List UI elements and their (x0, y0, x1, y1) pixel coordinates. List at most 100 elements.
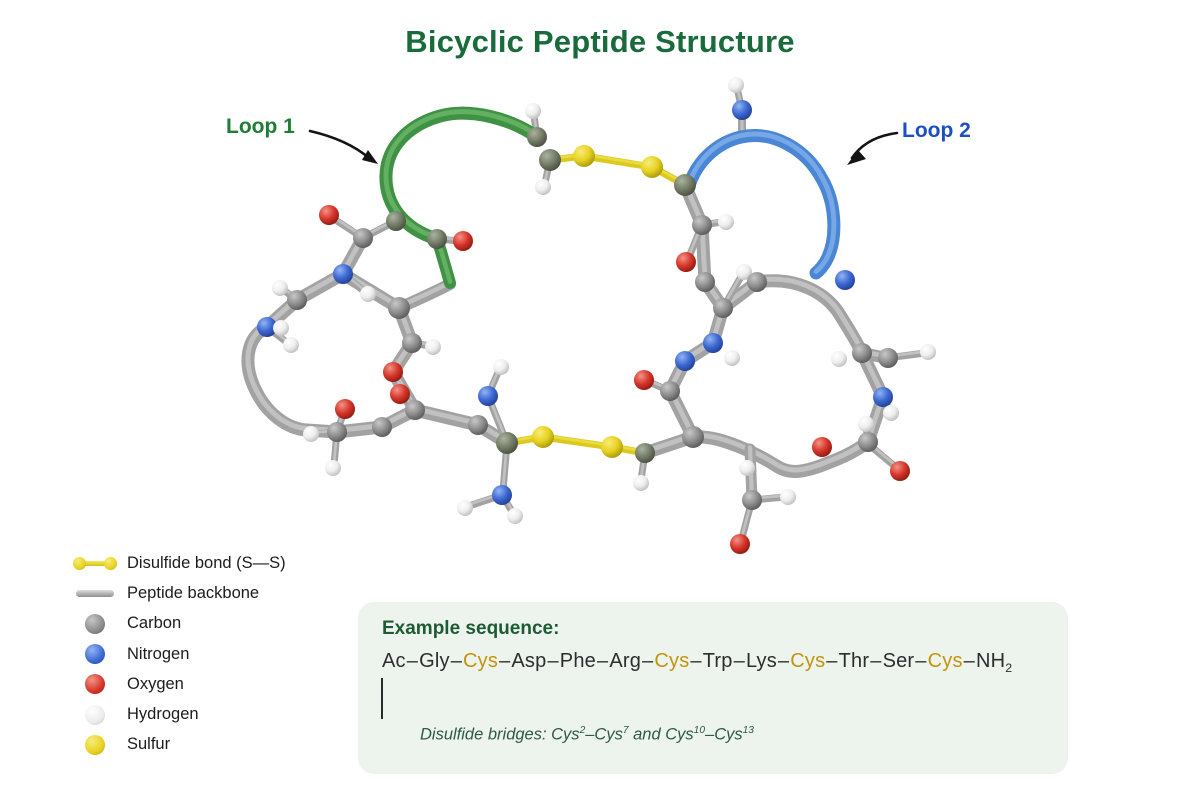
atom-carbon (713, 298, 733, 318)
atom-hydrogen (780, 489, 796, 505)
separator: – (450, 650, 463, 672)
separator: – (596, 650, 609, 672)
sequence-line: Ac–Gly–Cys–Asp–Phe–Arg–Cys–Trp–Lys–Cys–T… (382, 650, 1044, 675)
atom-hydrogen (425, 339, 441, 355)
atom-hydrogen (303, 426, 319, 442)
sequence-panel: Example sequence: Ac–Gly–Cys–Asp–Phe–Arg… (358, 602, 1068, 774)
loop2-arrow (850, 131, 899, 160)
legend-item-nitrogen: Nitrogen (70, 639, 286, 669)
atom-hydrogen (728, 77, 744, 93)
residue: Gly (419, 650, 450, 672)
atom-carbon (695, 272, 715, 292)
separator: – (826, 650, 838, 672)
legend-item-backbone: Peptide backbone (70, 578, 286, 608)
atom-nitrogen (732, 100, 752, 120)
legend: Disulfide bond (S—S) Peptide backbone Ca… (70, 548, 286, 760)
hydrogen-ball-icon (70, 704, 120, 725)
residue-cys: Cys (463, 650, 499, 672)
molecule-atoms (257, 77, 936, 554)
legend-label: Hydrogen (127, 705, 199, 724)
tube-ss (503, 433, 649, 457)
atom-sulfur (532, 426, 554, 448)
atom-hydrogen (272, 280, 288, 296)
loop2-arrowhead (847, 150, 866, 165)
tube-highlight (720, 276, 865, 354)
atom-carbon (747, 272, 767, 292)
legend-label: Nitrogen (127, 644, 190, 663)
atom-hydrogen (457, 500, 473, 516)
atom-carbon-cys (527, 127, 547, 147)
legend-item-sulfur: Sulfur (70, 730, 286, 760)
tube-highlight (682, 181, 726, 309)
tube-highlight (245, 323, 340, 433)
atom-hydrogen (718, 214, 734, 230)
atom-carbon (287, 290, 307, 310)
atom-oxygen (676, 252, 696, 272)
atom-carbon (660, 381, 680, 401)
atom-nitrogen (675, 351, 695, 371)
atom-carbon (682, 426, 704, 448)
atom-nitrogen (333, 264, 353, 284)
atom-hydrogen (736, 264, 752, 280)
separator: – (870, 650, 882, 672)
atom-carbon (402, 333, 422, 353)
tube-highlight (505, 434, 647, 453)
atom-carbon-cys (635, 443, 655, 463)
separator: – (777, 650, 790, 672)
atom-hydrogen (535, 179, 551, 195)
legend-item-oxygen: Oxygen (70, 669, 286, 699)
loop2-label: Loop 2 (902, 119, 971, 142)
atom-hydrogen (883, 405, 899, 421)
legend-label: Oxygen (127, 674, 184, 693)
atom-hydrogen (920, 344, 936, 360)
separator: – (499, 650, 511, 672)
atom-hydrogen (739, 460, 755, 476)
residue: Lys (745, 650, 777, 672)
residue: NH2 (976, 650, 1013, 675)
peptide-backbone-icon (70, 589, 120, 597)
atom-oxygen (634, 370, 654, 390)
loop1-arrowhead (362, 150, 378, 164)
atom-sulfur (573, 145, 595, 167)
sulfur-ball-icon (70, 734, 120, 755)
residue: Thr (838, 650, 870, 672)
legend-label: Disulfide bond (S—S) (127, 553, 286, 572)
atom-carbon-cys (539, 149, 561, 171)
separator: – (406, 650, 419, 672)
separator: – (690, 650, 702, 672)
atom-carbon-cys (674, 174, 696, 196)
atom-sulfur (601, 436, 623, 458)
atom-hydrogen (858, 416, 874, 432)
residue: Trp (702, 650, 733, 672)
atom-carbon-cys (496, 432, 518, 454)
atom-carbon (692, 215, 712, 235)
atom-oxygen (319, 205, 339, 225)
atom-nitrogen (492, 485, 512, 505)
atom-oxygen (335, 399, 355, 419)
atom-hydrogen (360, 286, 376, 302)
tube-highlight (690, 432, 871, 473)
tube-highlight (687, 131, 837, 274)
residue-cys: Cys (790, 650, 826, 672)
atom-carbon (353, 228, 373, 248)
atom-carbon (858, 432, 878, 452)
atom-carbon-cys (386, 211, 406, 231)
residue: Ac (382, 650, 406, 672)
atom-nitrogen (257, 317, 277, 337)
atom-carbon-cys (427, 229, 447, 249)
residue-cys: Cys (654, 650, 690, 672)
atom-carbon (742, 490, 762, 510)
atom-hydrogen (493, 359, 509, 375)
legend-label: Carbon (127, 614, 182, 633)
residue: Phe (559, 650, 596, 672)
loop1-label: Loop 1 (226, 115, 295, 138)
atom-hydrogen (273, 320, 289, 336)
legend-item-disulfide: Disulfide bond (S—S) (70, 548, 286, 578)
atom-carbon (327, 422, 347, 442)
atom-hydrogen (507, 508, 523, 524)
separator: – (547, 650, 559, 672)
atom-oxygen (390, 384, 410, 404)
separator: – (963, 650, 975, 672)
residue: Asp (511, 650, 547, 672)
